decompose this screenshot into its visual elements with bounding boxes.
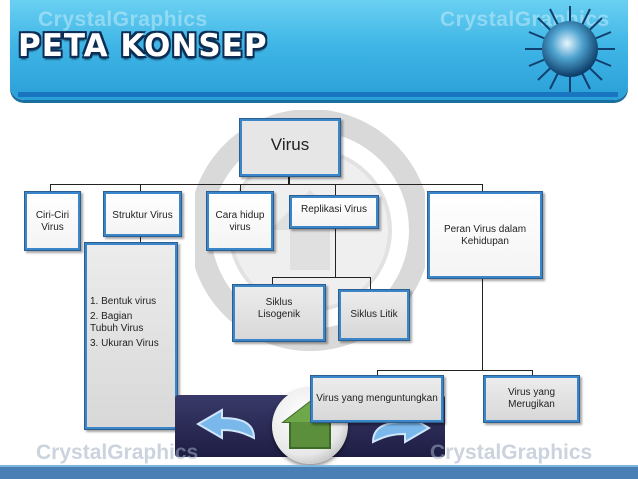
connector-struktur-list	[140, 234, 141, 244]
connector-peran	[482, 184, 483, 192]
connector-replikasi-down	[335, 225, 336, 277]
connector-menguntungkan	[377, 370, 378, 376]
node-siklus-litik-label: Siklus Litik	[341, 292, 407, 338]
footer-strip	[0, 467, 638, 479]
watermark-bottom-right: CrystalGraphics	[430, 441, 593, 464]
node-cara-hidup-label: Cara hidup virus	[209, 194, 271, 248]
watermark-top-left: CrystalGraphics	[38, 8, 208, 31]
virus-illustration-icon	[525, 6, 615, 92]
node-cara-hidup: Cara hidup virus	[206, 191, 274, 251]
node-peran: Peran Virus dalam Kehidupan	[427, 191, 543, 279]
node-virus-menguntungkan-label: Virus yang menguntungkan	[313, 378, 441, 420]
connector-level1-bus	[50, 184, 482, 185]
connector-lisogenik	[272, 277, 273, 285]
node-struktur-label: Struktur Virus	[106, 194, 179, 234]
node-replikasi-label: Replikasi Virus	[292, 198, 376, 226]
connector-peran-down	[482, 276, 483, 370]
footer-highlight	[0, 465, 638, 468]
connector-struktur	[140, 184, 141, 192]
node-virus-menguntungkan: Virus yang menguntungkan	[310, 375, 444, 423]
connector-merugikan	[532, 370, 533, 376]
node-virus-merugikan: Virus yang Merugikan	[483, 375, 580, 423]
node-struktur: Struktur Virus	[103, 191, 182, 237]
struktur-item-bentuk: 1. Bentuk virus	[90, 296, 157, 307]
node-struktur-list-bg	[87, 245, 175, 427]
node-virus-merugikan-label: Virus yang Merugikan	[486, 378, 577, 420]
node-root-label: Virus	[242, 121, 338, 174]
node-siklus-lisogenik: Siklus Lisogenik	[232, 284, 326, 342]
struktur-item-bagian: 2. Bagian Tubuh Virus	[90, 311, 144, 334]
back-arrow-icon[interactable]	[192, 408, 262, 448]
node-struktur-list	[84, 242, 178, 430]
connector-root-down	[288, 174, 290, 184]
struktur-item-ukuran: 3. Ukuran Virus	[90, 338, 159, 349]
node-root-virus: Virus	[239, 118, 341, 177]
node-siklus-lisogenik-label: Siklus Lisogenik	[235, 287, 323, 339]
node-peran-label: Peran Virus dalam Kehidupan	[430, 194, 540, 276]
node-replikasi: Replikasi Virus	[289, 195, 379, 229]
struktur-items: 1. Bentuk virus 2. Bagian Tubuh Virus 3.…	[90, 296, 160, 353]
connector-replikasi	[335, 184, 336, 196]
banner-divider	[18, 92, 618, 97]
connector-litik	[370, 277, 371, 289]
connector-siklus-bus	[272, 277, 370, 278]
node-ciri-ciri: Ciri-Ciri Virus	[24, 191, 81, 251]
node-siklus-litik: Siklus Litik	[338, 289, 410, 341]
connector-ciri	[50, 184, 51, 192]
page-title: PETA KONSEP	[18, 28, 268, 64]
connector-cara	[240, 184, 241, 192]
connector-peran-bus	[377, 370, 532, 371]
watermark-bottom-left: CrystalGraphics	[36, 441, 199, 464]
node-ciri-ciri-label: Ciri-Ciri Virus	[27, 194, 78, 248]
